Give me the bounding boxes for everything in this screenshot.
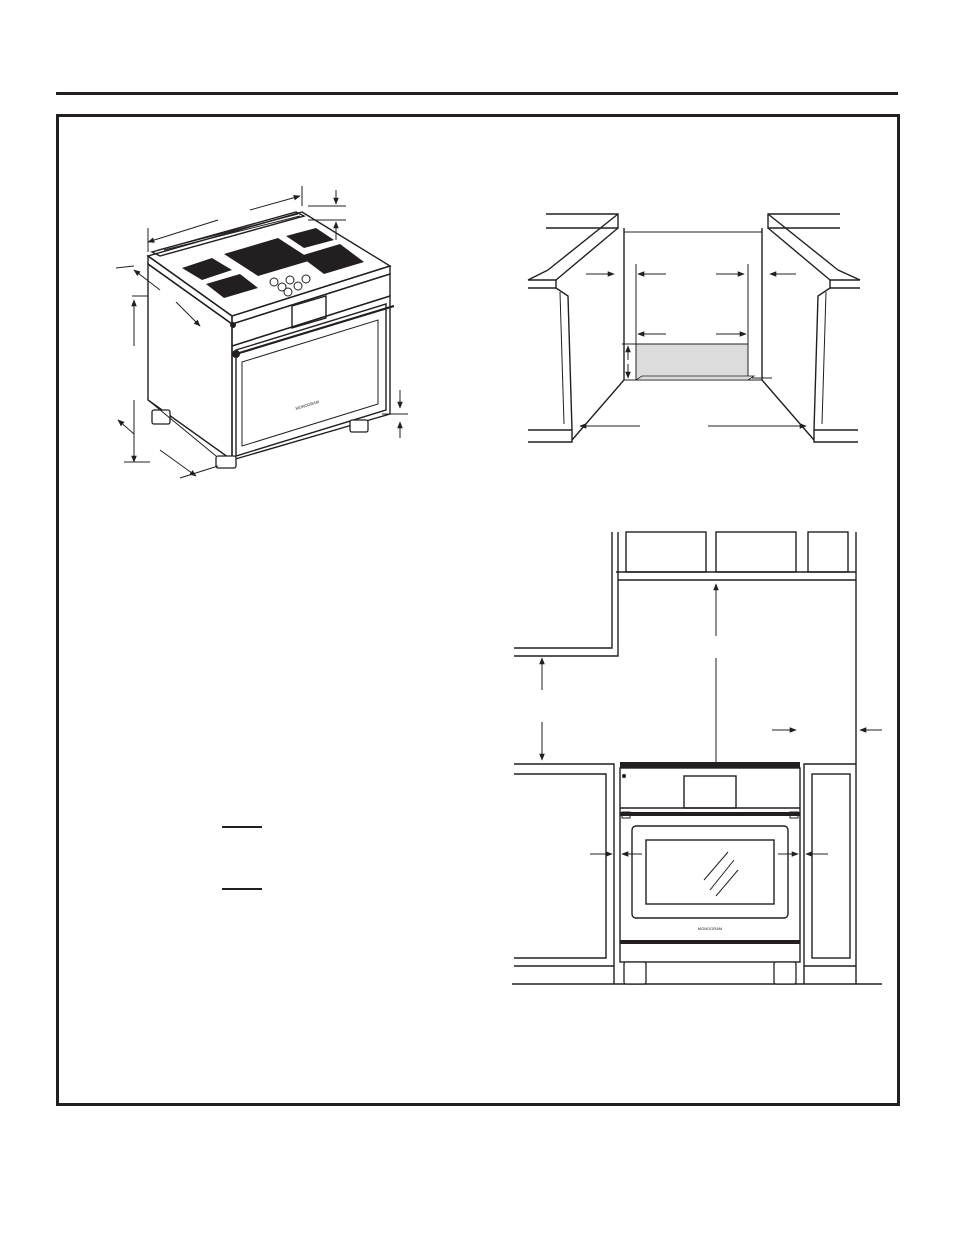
- element-right-rear-icon: [286, 228, 334, 248]
- element-center-icon: [224, 238, 312, 276]
- form-rule-lower: [222, 888, 262, 890]
- content-frame: [56, 114, 900, 1106]
- control-knobs-icon: [269, 274, 311, 297]
- element-right-front-icon: [300, 244, 364, 274]
- element-left-rear-icon: [182, 258, 232, 280]
- range-front: MONOGRAM: [619, 762, 801, 985]
- opening-walls: [571, 228, 815, 441]
- right-cabinet: [767, 213, 861, 443]
- range-body: MONOGRAM: [147, 262, 395, 469]
- outlet-zone: [635, 343, 749, 381]
- clearance-arrows: [539, 583, 882, 857]
- range-badge-label: MONOGRAM: [295, 399, 320, 411]
- header-rule: [56, 92, 898, 95]
- range-front-badge-label: MONOGRAM: [698, 926, 722, 931]
- cooktop-surface: [146, 211, 392, 326]
- element-left-front-icon: [206, 274, 258, 298]
- range-dimension-arrows: [115, 186, 408, 479]
- opening-arrows: [579, 264, 807, 429]
- left-cabinet: [527, 213, 619, 443]
- form-rule-upper: [222, 826, 262, 828]
- lower-cabinets: [512, 763, 882, 985]
- upper-cabinets: [514, 531, 857, 984]
